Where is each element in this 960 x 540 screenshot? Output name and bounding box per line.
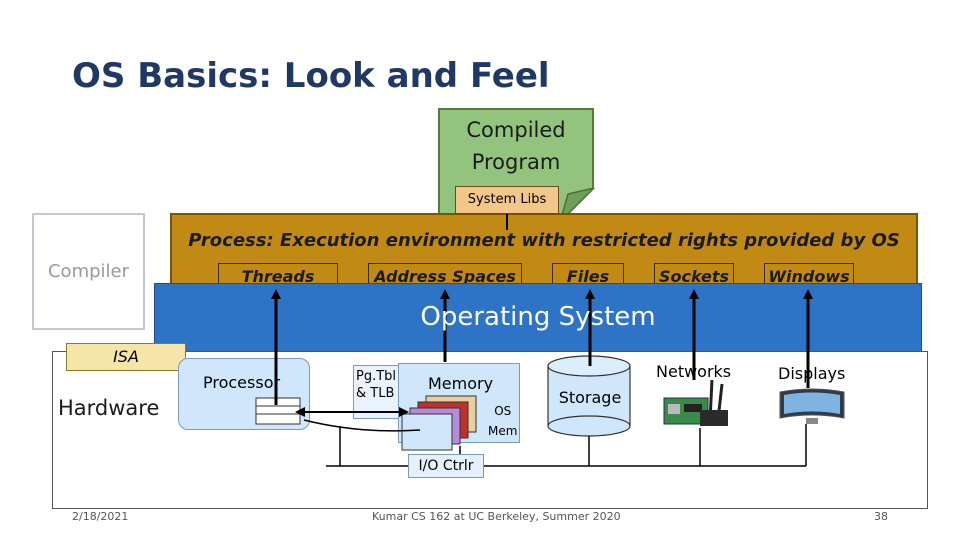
footer-page-number: 38	[874, 510, 888, 523]
isa-box: ISA	[66, 343, 186, 371]
footer-course: Kumar CS 162 at UC Berkeley, Summer 2020	[372, 510, 621, 523]
os-mem-label: OS Mem	[488, 401, 517, 441]
memory-label: Memory	[428, 374, 494, 393]
operating-system-layer	[154, 283, 922, 357]
pgtbl-line1: Pg.Tbl	[356, 369, 397, 384]
memory-pages-icon	[401, 395, 477, 451]
process-label: Process: Execution environment with rest…	[188, 230, 900, 251]
hardware-label: Hardware	[58, 396, 160, 420]
display-monitor-icon	[779, 388, 845, 424]
os-mem-line1: OS	[494, 404, 512, 418]
pgtbl-tlb-label: Pg.Tbl & TLB	[356, 368, 396, 402]
footer-date: 2/18/2021	[72, 510, 129, 523]
io-controller-box: I/O Ctrlr	[408, 454, 484, 478]
slide-title: OS Basics: Look and Feel	[72, 56, 550, 96]
compiler-box: Compiler	[32, 213, 145, 330]
compiled-program-label: Compiled Program	[438, 114, 594, 178]
storage-label: Storage	[558, 388, 622, 407]
operating-system-label: Operating System	[420, 302, 656, 332]
networks-label: Networks	[656, 362, 732, 381]
os-mem-line2: Mem	[488, 424, 518, 438]
compiled-program-line1: Compiled	[466, 118, 566, 142]
system-libs-box: System Libs	[455, 186, 559, 214]
processor-label: Processor	[203, 373, 281, 392]
compiled-program-line2: Program	[471, 150, 561, 174]
displays-label: Displays	[778, 364, 846, 383]
network-card-icon	[663, 379, 728, 426]
pgtbl-line2: & TLB	[356, 386, 395, 401]
register-icon	[255, 397, 301, 425]
storage-cylinder-icon	[547, 355, 631, 437]
